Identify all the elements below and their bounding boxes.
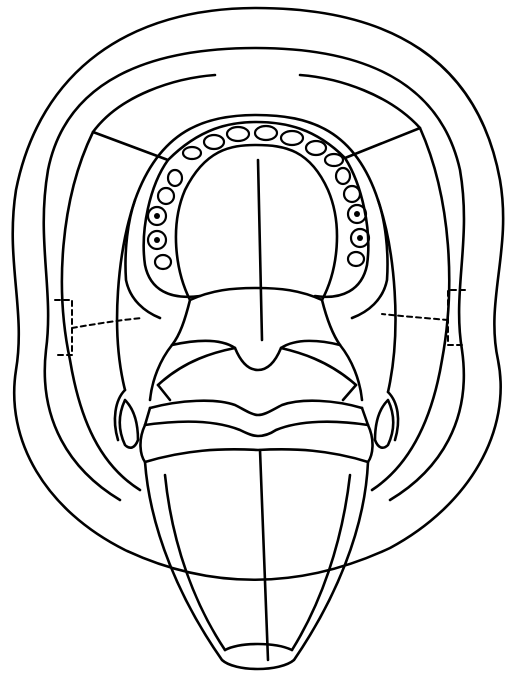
soft-palate-lower <box>158 348 356 385</box>
tongue-dorsum <box>145 422 368 436</box>
soft-palate-upper <box>172 300 340 345</box>
outer-face-outline <box>13 8 503 580</box>
tooth <box>155 255 171 269</box>
fauces-right <box>340 345 362 400</box>
tooth <box>281 131 303 145</box>
tooth <box>336 168 350 184</box>
tooth <box>183 147 201 159</box>
tooth <box>168 170 182 186</box>
tongue-upper-line <box>145 449 368 462</box>
cheek-tuck-right <box>352 200 388 318</box>
tooth-center <box>357 235 363 241</box>
arch-outer-ring <box>117 115 395 392</box>
tooth-center <box>354 211 360 217</box>
hard-palate <box>176 145 337 300</box>
tonsil-right <box>375 400 393 448</box>
tongue-tip <box>225 644 292 650</box>
tooth <box>306 141 326 155</box>
tooth-center <box>154 213 160 219</box>
tooth <box>344 186 360 202</box>
palate-midline <box>258 160 262 340</box>
fauces-left <box>150 345 172 400</box>
tongue-upper-outline <box>140 425 372 462</box>
tooth <box>348 252 364 266</box>
tooth <box>325 154 343 166</box>
tongue-base <box>150 401 362 415</box>
tongue-inner-right <box>292 475 350 650</box>
tonsil-left <box>120 400 138 448</box>
buccal-division-right <box>300 75 420 158</box>
soft-palate <box>172 341 340 370</box>
tongue <box>145 462 368 669</box>
tooth-center <box>154 237 160 243</box>
cheek-line-right <box>372 128 449 490</box>
tongue-midline <box>260 450 268 660</box>
tooth <box>158 188 174 204</box>
tooth <box>255 126 277 140</box>
tooth <box>227 127 249 141</box>
cheek-line-left <box>62 132 140 490</box>
tooth <box>204 135 224 149</box>
tongue-inner-left <box>165 475 225 650</box>
